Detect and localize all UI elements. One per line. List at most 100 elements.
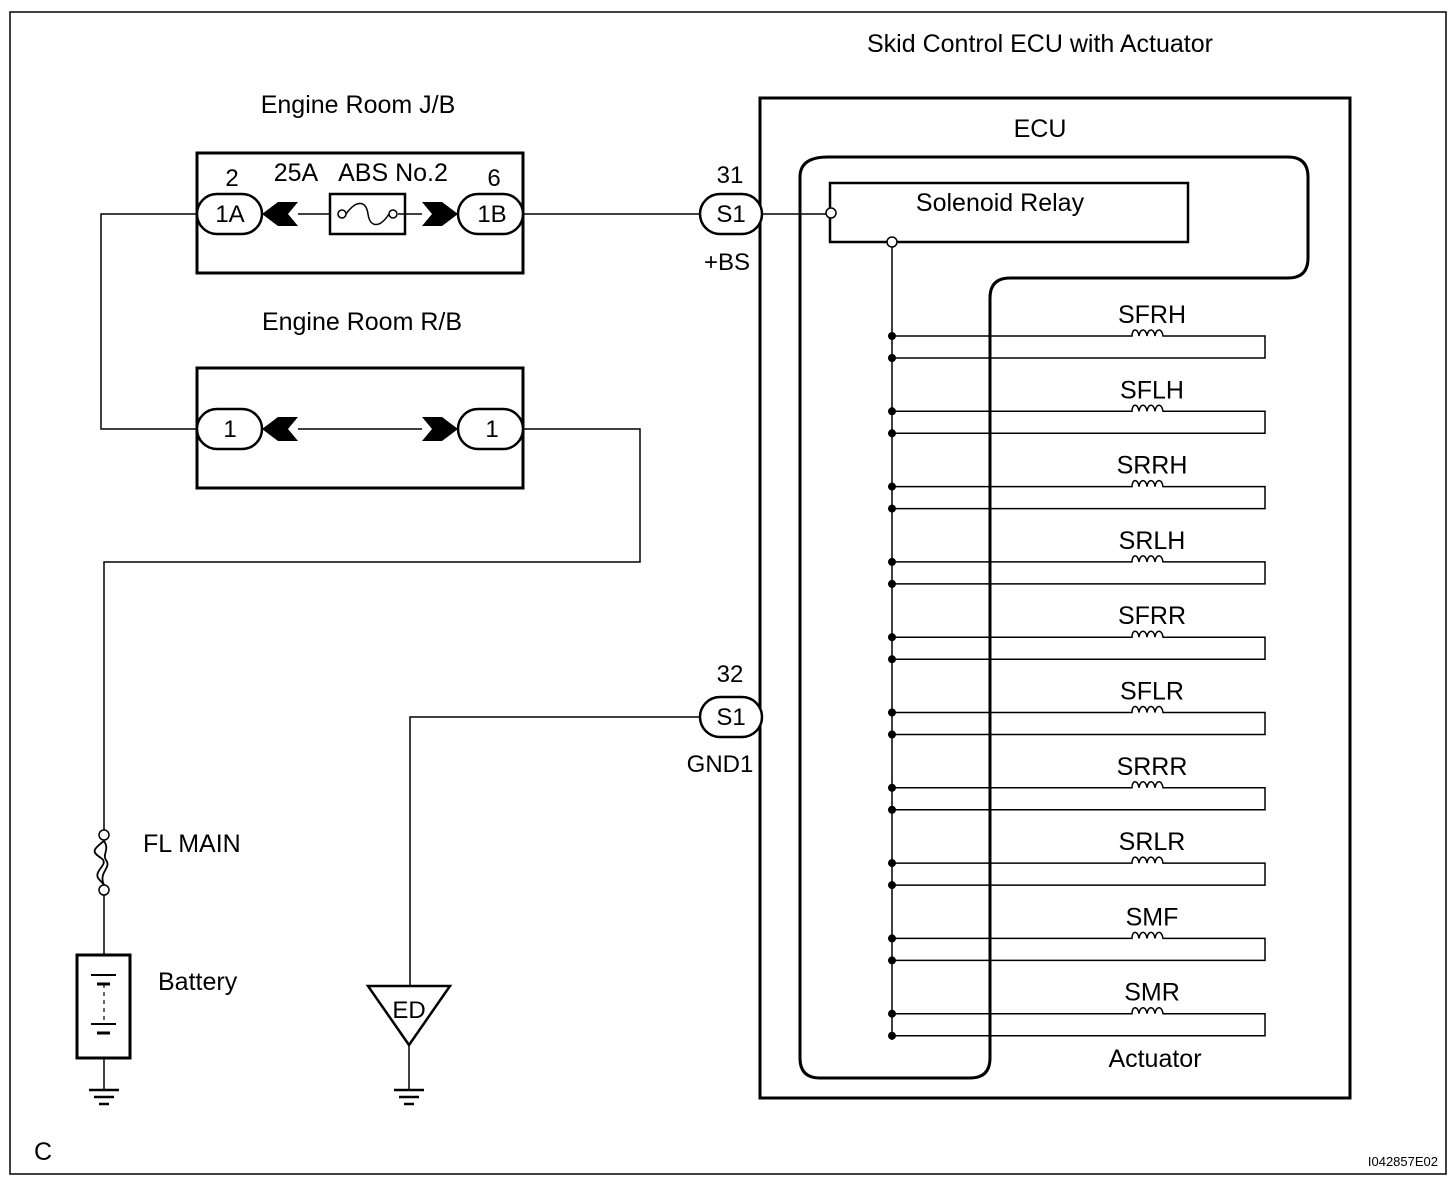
junction-dot	[888, 482, 896, 491]
figure-code: I042857E02	[1368, 1154, 1438, 1169]
battery-label: Battery	[158, 968, 238, 996]
junction-dot	[888, 783, 896, 792]
junction-dot	[888, 708, 896, 717]
ecu-pin-32-name: GND1	[687, 751, 754, 778]
solenoid-wire	[892, 937, 1266, 962]
coil-icon	[1127, 555, 1177, 563]
solenoid-label: SRLR	[1119, 828, 1186, 856]
solenoid-wire	[892, 485, 1266, 510]
coil-icon	[1127, 781, 1177, 789]
solenoid-wire	[892, 636, 1266, 660]
ecu-inner-outline	[798, 155, 1310, 1080]
solenoid-wire	[892, 561, 1266, 585]
solenoid-sfrr: SFRR	[888, 602, 1266, 664]
solenoid-wire	[892, 1012, 1266, 1037]
jb-pin-left-number: 2	[225, 165, 238, 192]
solenoid-label: SMR	[1124, 979, 1180, 1007]
junction-dot	[888, 655, 896, 664]
coil-icon	[1127, 630, 1177, 638]
actuator-label: Actuator	[1108, 1045, 1201, 1073]
coil-icon	[1127, 931, 1177, 940]
solenoid-label: SRRH	[1117, 452, 1188, 480]
junction-dot	[888, 579, 896, 588]
jb-right-arrow-icon	[422, 202, 458, 226]
solenoid-sflr: SFLR	[888, 678, 1266, 739]
coil-icon	[1127, 329, 1177, 337]
junction-dot	[888, 805, 896, 814]
corner-letter: C	[34, 1138, 52, 1166]
fuse-box	[328, 192, 407, 236]
solenoid-smr: SMR	[888, 979, 1266, 1040]
relay-input-terminal	[825, 207, 837, 219]
page-frame	[9, 11, 1447, 1175]
ecu-assembly-box	[758, 96, 1352, 1100]
coil-icon	[1127, 479, 1177, 488]
battery-icon	[91, 974, 116, 1035]
ground-icon	[394, 1088, 424, 1106]
solenoid-wire	[892, 335, 1266, 359]
solenoid-wire	[892, 711, 1266, 736]
junction-dot	[888, 633, 896, 642]
jb-left-arrow-icon	[262, 202, 298, 226]
junction-dot	[888, 407, 896, 416]
junction-dot	[888, 1009, 896, 1018]
solenoid-label: SFLR	[1120, 678, 1184, 706]
rb-pin-right-label: 1	[485, 416, 498, 443]
junction-dot	[888, 859, 896, 868]
coil-icon	[1127, 856, 1177, 864]
solenoid-smf: SMF	[888, 903, 1266, 965]
solenoid-srlr: SRLR	[888, 828, 1266, 890]
ecu-pin-32-number: 32	[717, 661, 744, 688]
junction-dot	[888, 429, 896, 438]
rb-left-arrow-icon	[262, 417, 298, 441]
solenoid-srlh: SRLH	[888, 527, 1266, 588]
solenoid-label: SRRR	[1117, 753, 1188, 781]
solenoid-relay-label: Solenoid Relay	[916, 189, 1085, 217]
junction-dot	[888, 956, 896, 965]
solenoid-sflh: SFLH	[888, 376, 1266, 438]
solenoid-wire	[892, 410, 1266, 435]
junction-dot	[888, 504, 896, 513]
ground-point-triangle	[365, 984, 453, 1048]
fl-main-icon	[93, 840, 105, 886]
ecu-pin-31-connector	[698, 192, 764, 236]
solenoid-srrh: SRRH	[888, 452, 1266, 513]
jb-title: Engine Room J/B	[261, 91, 456, 119]
coil-icon	[1127, 404, 1177, 413]
solenoid-label: SMF	[1126, 903, 1179, 931]
wire-jb-to-rb	[100, 213, 197, 430]
junction-dot	[888, 730, 896, 739]
jb-pin-left-label: 1A	[215, 201, 244, 228]
solenoid-label: SFRR	[1118, 602, 1186, 630]
solenoid-wire	[892, 787, 1266, 811]
coil-icon	[1127, 705, 1177, 714]
battery-box	[75, 953, 132, 1060]
solenoid-srrr: SRRR	[888, 753, 1266, 814]
fl-main-label: FL MAIN	[143, 830, 241, 858]
solenoid-wire	[892, 862, 1266, 886]
ecu-assembly-title: Skid Control ECU with Actuator	[867, 30, 1213, 58]
junction-dot	[888, 1031, 896, 1040]
wire-gnd1-to-ground	[409, 716, 700, 1010]
jb-pin-right-label: 1B	[477, 201, 506, 228]
battery-ground-icon	[89, 1088, 119, 1106]
rb-right-arrow-icon	[422, 417, 458, 441]
junction-dot	[888, 934, 896, 943]
ecu-pin-31-connector-label: S1	[716, 201, 745, 228]
ecu-pin-31-number: 31	[717, 162, 744, 189]
fuse-amperage: 25A	[274, 159, 319, 187]
jb-pin-right-number: 6	[487, 165, 500, 192]
junction-dot	[888, 557, 896, 566]
solenoid-group: SFRH SFLH SRRH SRLH SFRR SFLR SRRR SRLR SMF SMR	[888, 301, 1266, 1040]
solenoid-label: SRLH	[1119, 527, 1186, 555]
wire-rb-to-flmain	[103, 428, 641, 830]
solenoid-sfrh: SFRH	[888, 301, 1266, 362]
coil-icon	[1127, 1006, 1177, 1015]
rb-title: Engine Room R/B	[262, 308, 462, 336]
fl-main-terminal-top	[98, 829, 110, 841]
ground-point-label: ED	[392, 997, 425, 1024]
junction-dot	[888, 332, 896, 340]
rb-pin-left-label: 1	[223, 416, 236, 443]
ecu-pin-32-connector-label: S1	[716, 704, 745, 731]
